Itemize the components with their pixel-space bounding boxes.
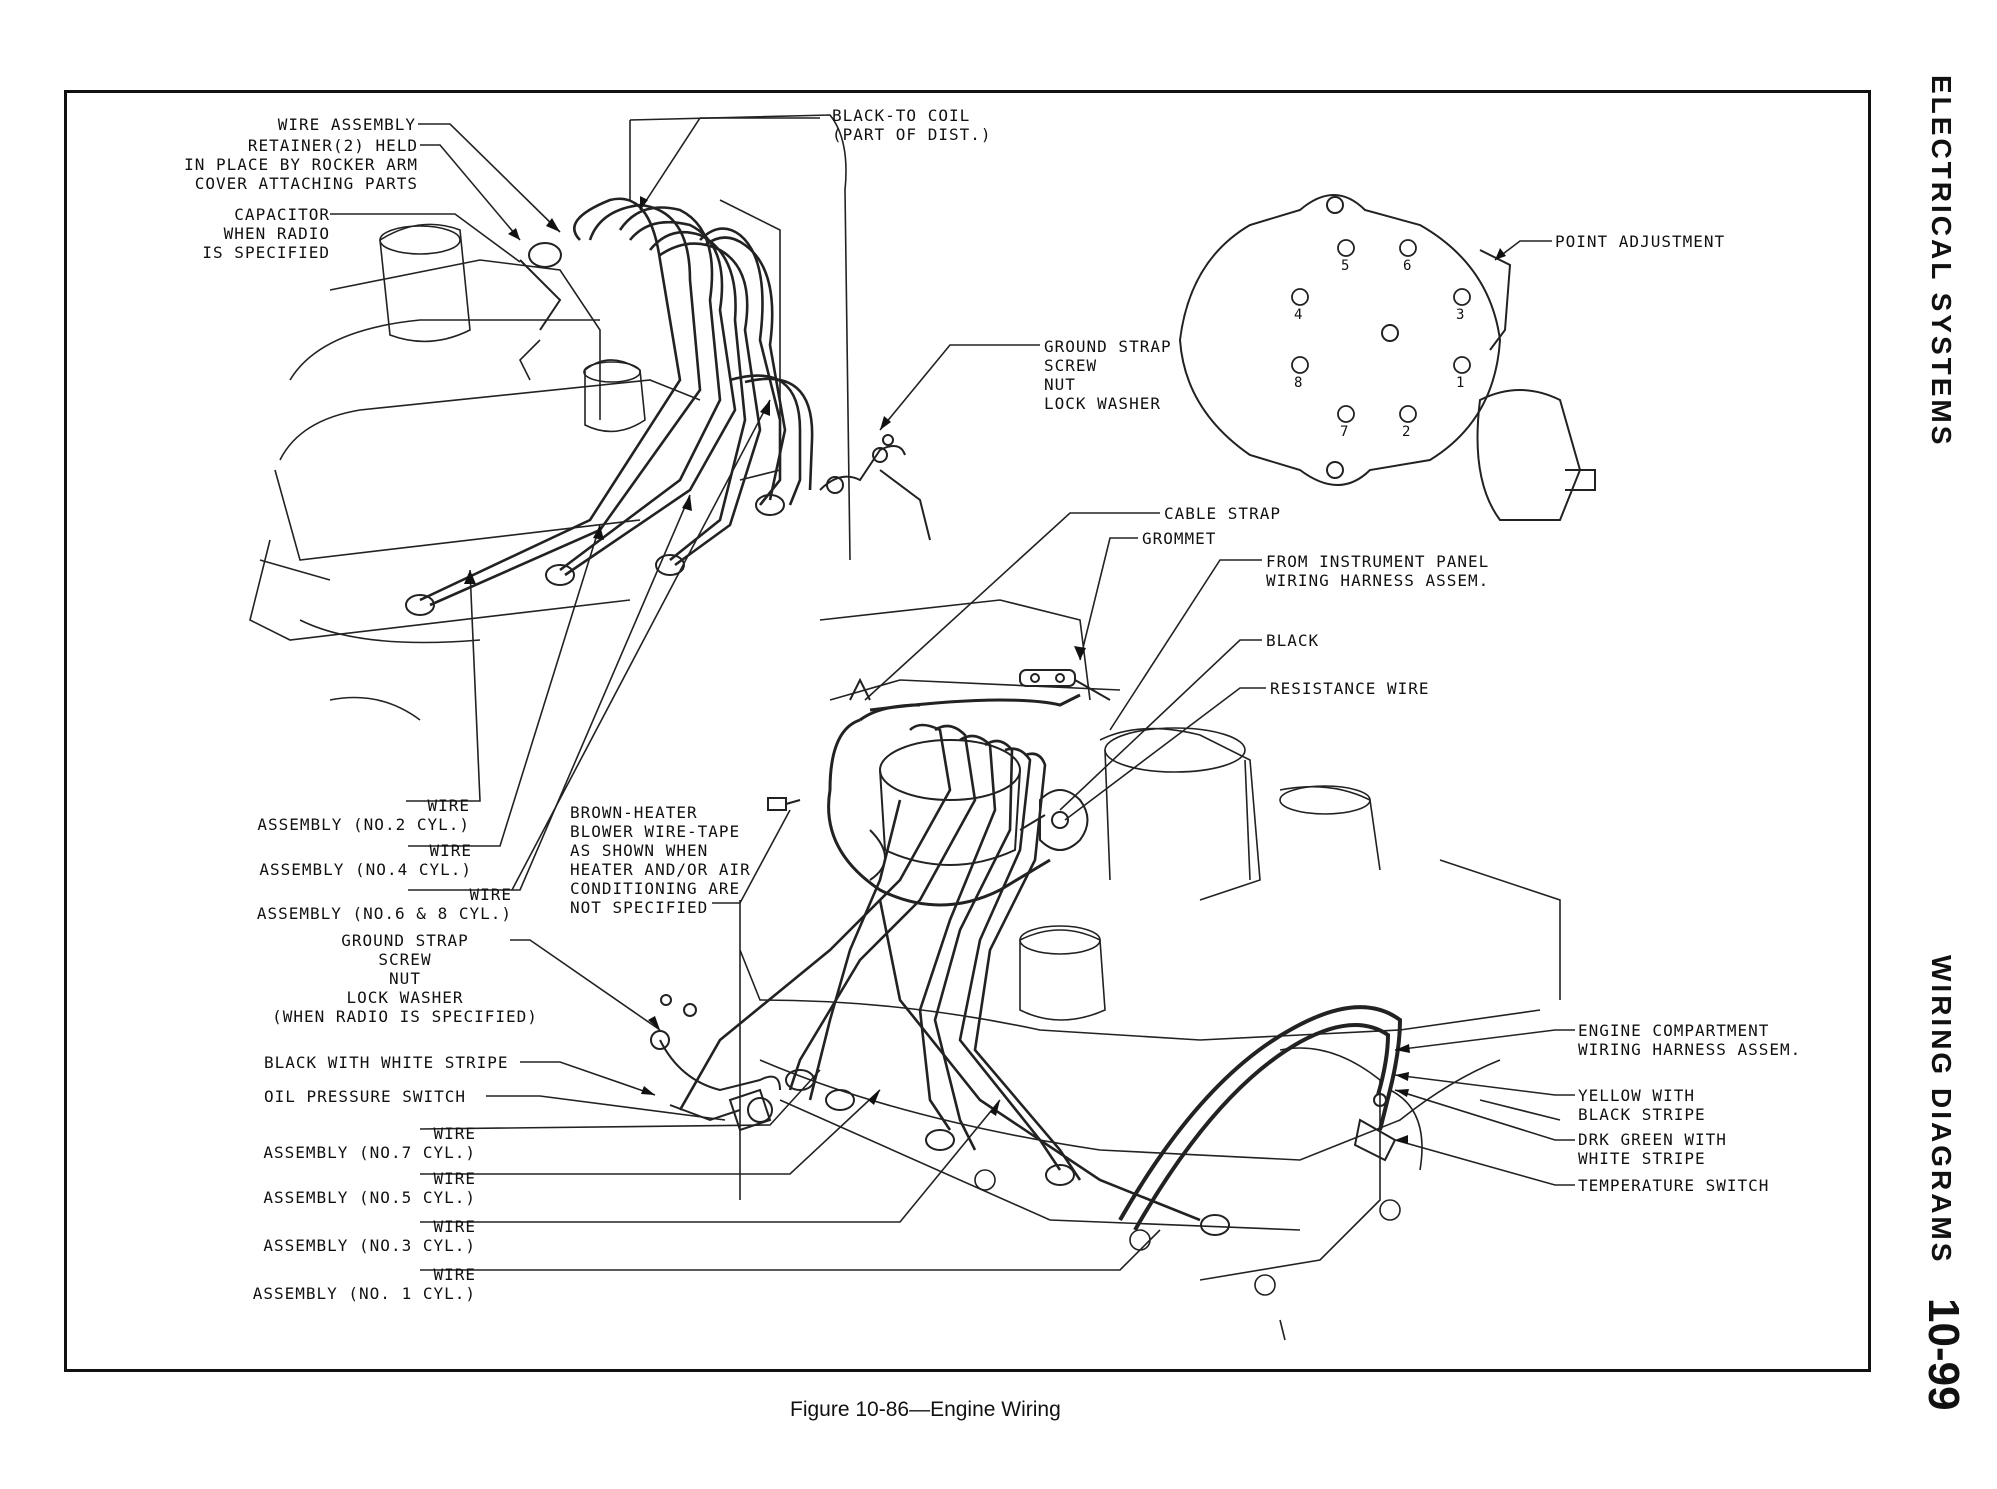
oil-pressure-switch-drawing <box>669 1088 773 1132</box>
side-header-wiring-diagrams: WIRING DIAGRAMS <box>1926 955 1957 1265</box>
terminal-8: 8 <box>1294 375 1304 391</box>
figure-caption: Figure 10-86—Engine Wiring <box>790 1398 1061 1421</box>
label-capacitor: CAPACITOR WHEN RADIO IS SPECIFIED <box>202 205 330 262</box>
label-black-to-coil: BLACK-TO COIL (PART OF DIST.) <box>832 106 992 144</box>
label-yellow-black: YELLOW WITH BLACK STRIPE <box>1578 1086 1706 1124</box>
label-wire-no4: WIRE ASSEMBLY (NO.4 CYL.) <box>259 841 472 879</box>
label-resistance-wire: RESISTANCE WIRE <box>1270 679 1430 698</box>
label-engine-harness: ENGINE COMPARTMENT WIRING HARNESS ASSEM. <box>1578 1021 1802 1059</box>
label-from-instrument-panel: FROM INSTRUMENT PANEL WIRING HARNESS ASS… <box>1266 552 1490 590</box>
label-cable-strap: CABLE STRAP <box>1164 504 1281 523</box>
terminal-3: 3 <box>1456 307 1466 323</box>
lower-distributor-drawing <box>869 739 1021 881</box>
lower-plug-boots <box>785 1069 1230 1236</box>
label-temperature-switch: TEMPERATURE SWITCH <box>1578 1176 1770 1195</box>
ground-strap-top-drawing <box>819 434 931 541</box>
side-header-electrical-systems: ELECTRICAL SYSTEMS <box>1926 75 1957 448</box>
label-retainer: RETAINER(2) HELD IN PLACE BY ROCKER ARM … <box>184 136 418 193</box>
terminal-1: 1 <box>1456 375 1466 391</box>
label-black-white-stripe: BLACK WITH WHITE STRIPE <box>264 1053 509 1072</box>
terminal-2: 2 <box>1402 424 1412 440</box>
label-ground-strap-bottom: GROUND STRAP SCREW NUT LOCK WASHER (WHEN… <box>272 931 538 1026</box>
label-wire-assembly: WIRE ASSEMBLY <box>277 115 416 134</box>
label-wire-no2: WIRE ASSEMBLY (NO.2 CYL.) <box>257 796 470 834</box>
label-brown-heater: BROWN-HEATER BLOWER WIRE-TAPE AS SHOWN W… <box>570 803 751 917</box>
lower-harness <box>827 693 1081 907</box>
upper-plug-boots <box>405 242 785 616</box>
label-wire-no1: WIRE ASSEMBLY (NO. 1 CYL.) <box>252 1265 476 1303</box>
lower-engine-drawing <box>739 599 1561 1341</box>
upper-plug-wires <box>419 197 814 607</box>
heater-blower-connector <box>767 797 801 811</box>
lower-plug-wires <box>678 723 1201 1222</box>
label-black: BLACK <box>1266 631 1320 650</box>
distributor-terminal-circles <box>1291 239 1471 423</box>
label-point-adjustment: POINT ADJUSTMENT <box>1555 232 1726 251</box>
page-number: 10-99 <box>1919 1298 1968 1411</box>
terminal-7: 7 <box>1340 424 1350 440</box>
label-wire-no5: WIRE ASSEMBLY (NO.5 CYL.) <box>263 1169 476 1207</box>
label-wire-no3: WIRE ASSEMBLY (NO.3 CYL.) <box>263 1217 476 1255</box>
terminal-6: 6 <box>1403 258 1413 274</box>
distributor-cap-detail <box>1178 194 1596 521</box>
upper-engine-drawing <box>249 114 851 721</box>
engine-compartment-harness <box>1118 1005 1403 1231</box>
temperature-switch-drawing <box>1353 1093 1397 1162</box>
label-green-white: DRK GREEN WITH WHITE STRIPE <box>1578 1130 1727 1168</box>
cable-strap-grommet <box>849 669 1111 701</box>
leader-arrowheads <box>464 196 1506 1144</box>
label-wire-no6-8: WIRE ASSEMBLY (NO.6 & 8 CYL.) <box>256 885 512 923</box>
label-oil-pressure-switch: OIL PRESSURE SWITCH <box>264 1087 467 1106</box>
label-grommet: GROMMET <box>1142 529 1217 548</box>
figure-frame <box>64 90 1871 1372</box>
terminal-5: 5 <box>1341 258 1351 274</box>
coil-connectors <box>1019 789 1089 851</box>
ground-strap-bottom-drawing <box>650 994 781 1092</box>
leader-lines <box>330 117 1575 1271</box>
label-ground-strap-top: GROUND STRAP SCREW NUT LOCK WASHER <box>1044 337 1172 413</box>
terminal-4: 4 <box>1294 307 1304 323</box>
label-wire-no7: WIRE ASSEMBLY (NO.7 CYL.) <box>263 1124 476 1162</box>
